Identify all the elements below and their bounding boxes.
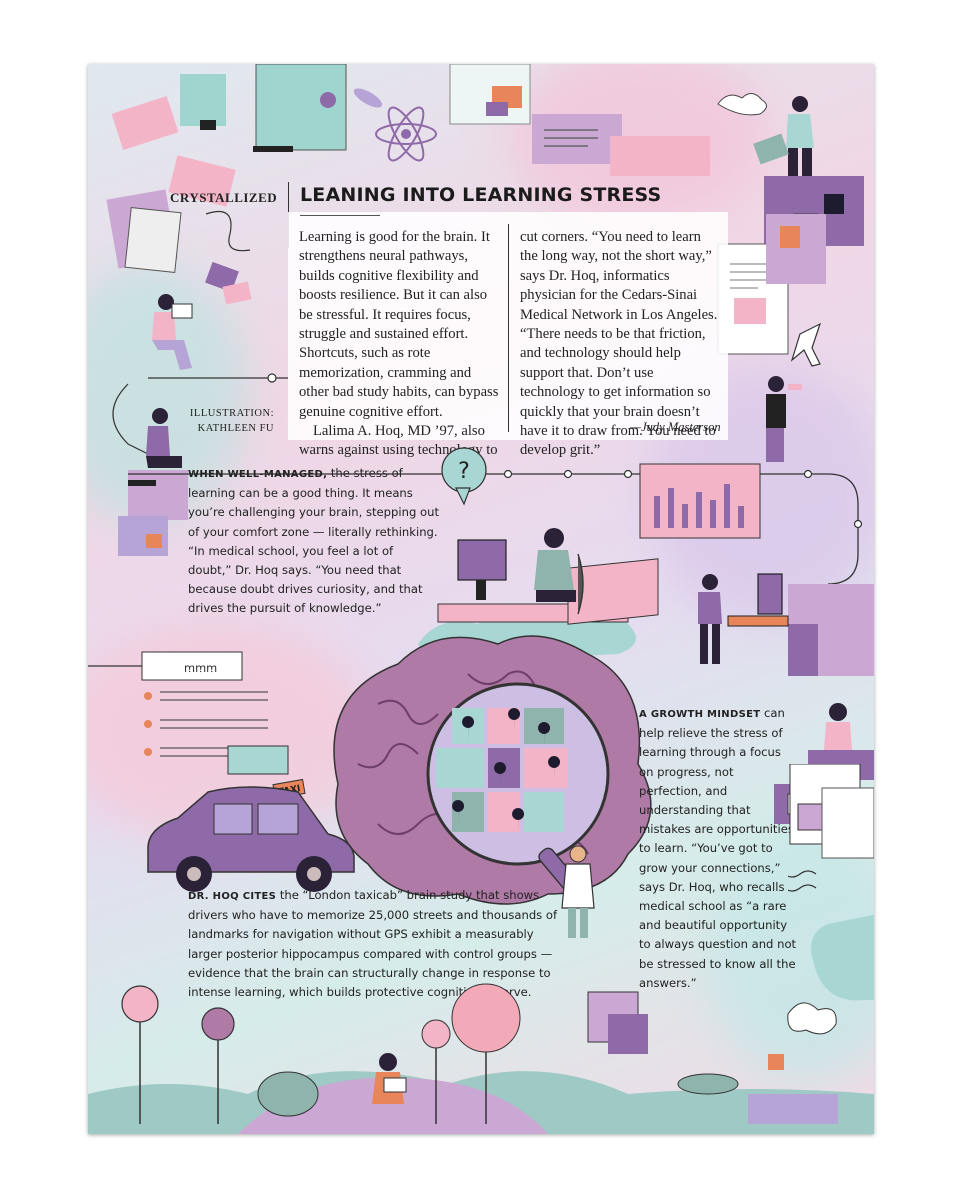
- body-column-2: cut corners. “You need to learn the long…: [520, 228, 720, 461]
- well-managed-text: the stress of learning can be a good thi…: [188, 466, 440, 616]
- right-lower-decorations: [788, 764, 874, 1001]
- column-rule: [508, 224, 509, 432]
- well-managed-lead: WHEN WELL-MANAGED,: [188, 469, 328, 480]
- desk-scene: ?: [418, 447, 761, 664]
- body-paragraph-1: Learning is good for the brain. It stren…: [299, 229, 499, 420]
- department-label: CRYSTALLIZED: [170, 190, 278, 205]
- illustration-credit: ILLUSTRATION: KATHLEEN FU: [184, 406, 274, 436]
- growth-mindset-sidebar: A GROWTH MINDSET can help relieve the st…: [639, 704, 799, 993]
- bottom-garden: [88, 983, 874, 1134]
- taxi-illustration: TAXI: [147, 745, 355, 892]
- magazine-page: CRYSTALLIZED LEANING INTO LEARNING STRES…: [88, 64, 874, 1134]
- left-decorations: [106, 189, 288, 556]
- author-signature: —Judy Masterson: [630, 420, 721, 434]
- growth-mindset-text: can help relieve the stress of learning …: [639, 706, 797, 990]
- svg-text:?: ?: [458, 459, 470, 484]
- taxicab-lead: DR. HOQ CITES: [188, 891, 277, 902]
- whiteboard-scribble: ꭑꭑꭑ: [184, 661, 217, 675]
- top-decorations: [111, 64, 864, 246]
- taxicab-sidebar: DR. HOQ CITES the “London taxicab” brain…: [188, 886, 568, 1002]
- credit-line-2: KATHLEEN FU: [197, 423, 274, 434]
- growth-mindset-lead: A GROWTH MINDSET: [639, 709, 761, 720]
- doctor-figure: [561, 845, 595, 938]
- body-paragraph-3: cut corners. “You need to learn the long…: [520, 229, 718, 459]
- body-column-1: Learning is good for the brain. It stren…: [299, 228, 503, 461]
- article-title: LEANING INTO LEARNING STRESS: [300, 184, 662, 206]
- well-managed-sidebar: WHEN WELL-MANAGED, the stress of learnin…: [188, 464, 440, 619]
- right-top-decorations: [717, 214, 826, 462]
- credit-line-1: ILLUSTRATION:: [189, 408, 274, 419]
- taxicab-text: the “London taxicab” brain study that sh…: [188, 888, 558, 1000]
- title-underline: [300, 215, 380, 216]
- brain-illustration: [333, 635, 652, 905]
